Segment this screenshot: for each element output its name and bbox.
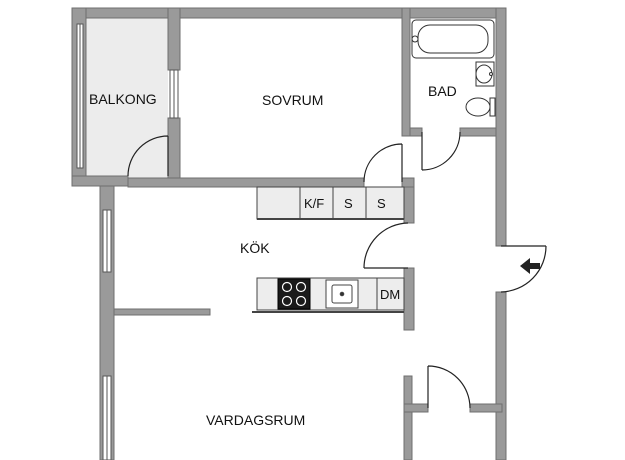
door-bathroom xyxy=(421,131,461,171)
room-label-living-room: VARDAGSRUM xyxy=(206,412,305,428)
wall-kitchen-living xyxy=(113,308,211,316)
wall-kitchen-right-upper xyxy=(403,186,415,224)
fixture-label-cabinet: S xyxy=(377,196,386,211)
wall-closet-top xyxy=(403,403,429,413)
bath-faucet-icon xyxy=(411,35,419,43)
toilet-tank xyxy=(489,97,496,117)
wall-balcony-bedroom-lower xyxy=(167,117,181,183)
kitchen-upper-counter xyxy=(256,186,405,220)
windows xyxy=(76,23,179,460)
room-label-bathroom: BAD xyxy=(428,83,457,99)
wall-closet-left xyxy=(403,375,413,460)
fixture-label-dishwasher: DM xyxy=(380,287,400,302)
stove-burner-icon xyxy=(281,281,293,293)
wall-bedroom-bottom xyxy=(127,177,365,188)
door-balcony xyxy=(127,135,169,177)
wall-right-upper xyxy=(495,7,507,247)
wall-bedroom-bottom-right xyxy=(401,177,415,188)
wall-bath-bottom xyxy=(409,127,423,137)
door-bedroom xyxy=(363,143,403,183)
room-label-bedroom: SOVRUM xyxy=(262,92,323,108)
kitchen-lower-counter xyxy=(252,277,405,313)
wall-top-left xyxy=(71,7,411,19)
wall-bedroom-bath xyxy=(401,7,411,137)
room-label-balcony: BALKONG xyxy=(89,91,157,107)
wall-closet-top-right xyxy=(469,403,503,413)
wall-top-right xyxy=(409,7,503,19)
stove-burner-icon xyxy=(281,295,293,307)
stove-burner-icon xyxy=(295,295,307,307)
doors xyxy=(127,131,547,409)
door-entrance xyxy=(500,245,547,293)
wall-balcony-bedroom xyxy=(167,7,181,71)
door-kitchen xyxy=(363,222,409,269)
toilet-bowl xyxy=(465,97,491,117)
bathroom-fixtures xyxy=(411,19,496,117)
arrow-left-icon xyxy=(520,258,540,274)
wall-balcony-bottom xyxy=(71,175,129,187)
balcony-floor xyxy=(86,18,168,178)
wall-kitchen-right-lower xyxy=(403,267,415,331)
stove-hob xyxy=(277,278,311,310)
door-closet xyxy=(427,365,471,409)
fixture-label-fridge-freezer: K/F xyxy=(304,196,324,211)
stove-burner-icon xyxy=(295,281,307,293)
fixture-label-cabinet: S xyxy=(344,196,353,211)
sink-drain-icon xyxy=(339,291,345,297)
wall-right-lower xyxy=(495,291,507,460)
room-label-kitchen: KÖK xyxy=(240,239,270,256)
